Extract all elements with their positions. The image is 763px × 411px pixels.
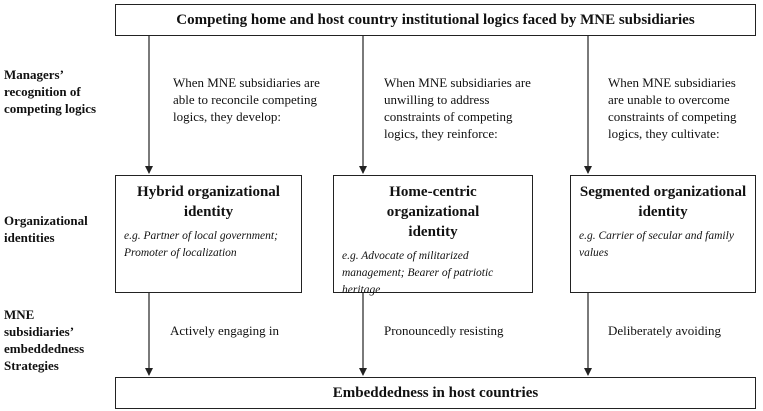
embeddedness-box: Embeddedness in host countries bbox=[115, 377, 756, 409]
text-line: are unable to overcome bbox=[608, 92, 730, 107]
text-line: unwilling to address bbox=[384, 92, 490, 107]
hybrid-identity-title: Hybrid organizational identity bbox=[124, 182, 293, 222]
row-label-line: Organizational bbox=[4, 213, 88, 228]
title-line: identity bbox=[408, 224, 458, 240]
row-label-line: identities bbox=[4, 230, 55, 245]
text-line: When MNE subsidiaries are bbox=[173, 75, 320, 90]
example-line: e.g. Carrier of secular and family bbox=[579, 230, 734, 242]
segmented-identity-title: Segmented organizational identity bbox=[579, 182, 747, 222]
example-line: Promoter of localization bbox=[124, 247, 237, 259]
text-line: able to reconcile competing bbox=[173, 92, 318, 107]
text-line: logics, they cultivate: bbox=[608, 126, 720, 141]
row-label-line: Strategies bbox=[4, 358, 59, 373]
text-line: logics, they reinforce: bbox=[384, 126, 498, 141]
strategy-resisting: Pronouncedly resisting bbox=[384, 323, 504, 338]
row-label-strategies: MNE subsidiaries’ embeddedness Strategie… bbox=[4, 306, 84, 374]
example-line: management; Bearer of patriotic bbox=[342, 267, 494, 279]
title-line: Segmented organizational bbox=[579, 184, 747, 200]
row-label-line: recognition of bbox=[4, 84, 81, 99]
home-centric-identity-examples: e.g. Advocate of militarized management;… bbox=[342, 248, 524, 299]
row-label-line: Managers’ bbox=[4, 67, 64, 82]
row-label-line: MNE bbox=[4, 307, 35, 322]
text-line: constraints of competing bbox=[384, 109, 513, 124]
example-line: heritage bbox=[342, 284, 381, 296]
text-line: constraints of competing bbox=[608, 109, 737, 124]
title-line: identity bbox=[638, 204, 688, 220]
strategy-avoiding: Deliberately avoiding bbox=[608, 323, 721, 338]
row-label-line: subsidiaries’ bbox=[4, 324, 75, 339]
text-line: logics, they develop: bbox=[173, 109, 281, 124]
row-label-line: embeddedness bbox=[4, 341, 85, 356]
row-label-recognition: Managers’ recognition of competing logic… bbox=[4, 66, 96, 117]
logics-header-box: Competing home and host country institut… bbox=[115, 4, 756, 36]
example-line: e.g. Advocate of militarized bbox=[342, 250, 469, 262]
strategy-engaging: Actively engaging in bbox=[170, 323, 280, 338]
logics-header-title: Competing home and host country institut… bbox=[176, 11, 695, 28]
segmented-identity-box: Segmented organizational identity e.g. C… bbox=[570, 175, 756, 293]
hybrid-identity-box: Hybrid organizational identity e.g. Part… bbox=[115, 175, 302, 293]
home-centric-identity-title: Home-centric organizational identity bbox=[342, 182, 524, 242]
row-label-identities: Organizational identities bbox=[4, 212, 88, 246]
recognition-text-unable: When MNE subsidiaries are unable to over… bbox=[608, 74, 737, 142]
title-line: identity bbox=[183, 204, 234, 220]
segmented-identity-examples: e.g. Carrier of secular and family value… bbox=[579, 228, 747, 262]
text-line: When MNE subsidiaries bbox=[608, 75, 736, 90]
row-label-line: competing logics bbox=[4, 101, 97, 116]
recognition-text-unwilling: When MNE subsidiaries are unwilling to a… bbox=[384, 74, 531, 142]
example-line: values bbox=[579, 247, 609, 259]
recognition-text-reconcile: When MNE subsidiaries are able to reconc… bbox=[173, 74, 320, 125]
embeddedness-title: Embeddedness in host countries bbox=[332, 384, 539, 401]
example-line: e.g. Partner of local government; bbox=[124, 230, 278, 242]
hybrid-identity-examples: e.g. Partner of local government; Promot… bbox=[124, 228, 293, 262]
title-line: Home-centric organizational bbox=[386, 184, 480, 220]
title-line: Hybrid organizational bbox=[137, 184, 280, 200]
home-centric-identity-box: Home-centric organizational identity e.g… bbox=[333, 175, 533, 296]
text-line: When MNE subsidiaries are bbox=[384, 75, 531, 90]
